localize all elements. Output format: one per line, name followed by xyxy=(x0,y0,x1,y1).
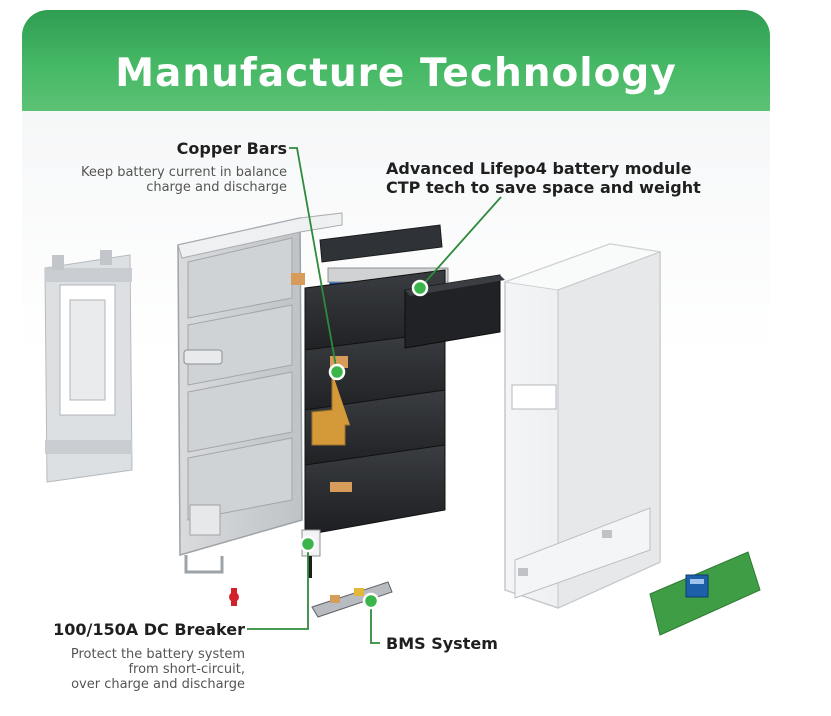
battery-module-leader xyxy=(419,196,502,289)
copper-bars-callout: Copper Bars Keep battery current in bala… xyxy=(81,139,287,195)
bms-title: BMS System xyxy=(386,634,498,653)
leader-lines xyxy=(247,147,502,644)
dc-breaker-marker xyxy=(299,535,317,553)
side-cover xyxy=(504,243,662,609)
dc-breaker-callout: 100/150A DC Breaker Protect the battery … xyxy=(53,620,245,692)
dc-breaker-desc-1: Protect the battery system xyxy=(70,647,245,662)
copper-bars-marker xyxy=(328,363,346,381)
battery-module-callout: Advanced Lifepo4 battery module CTP tech… xyxy=(386,159,701,197)
dc-breaker-desc-2: from short-circuit, xyxy=(128,662,245,677)
dc-breaker-title: 100/150A DC Breaker xyxy=(53,620,245,639)
copper-bars-leader xyxy=(289,147,338,373)
banner-title: Manufacture Technology xyxy=(115,51,677,96)
bms-marker xyxy=(362,592,380,610)
battery-module-line-2: CTP tech to save space and weight xyxy=(386,178,701,197)
battery-module-line-1: Advanced Lifepo4 battery module xyxy=(386,159,692,178)
copper-bars-desc-1: Keep battery current in balance xyxy=(80,165,287,180)
copper-bars-desc-2: charge and discharge xyxy=(146,180,287,195)
module-lid xyxy=(319,224,443,263)
mounting-bracket xyxy=(44,250,133,483)
battery-module-marker xyxy=(411,279,429,297)
dc-breaker-desc-3: over charge and discharge xyxy=(71,677,245,692)
bms-part xyxy=(311,581,393,618)
bms-leader xyxy=(370,601,380,644)
dc-breaker-leader xyxy=(247,544,309,630)
title-banner: Manufacture Technology xyxy=(22,10,770,111)
copper-bars-title: Copper Bars xyxy=(176,139,287,158)
rack-chassis xyxy=(177,212,343,574)
control-board xyxy=(649,551,761,636)
marker-dots xyxy=(299,279,429,610)
bms-callout: BMS System xyxy=(386,634,498,653)
